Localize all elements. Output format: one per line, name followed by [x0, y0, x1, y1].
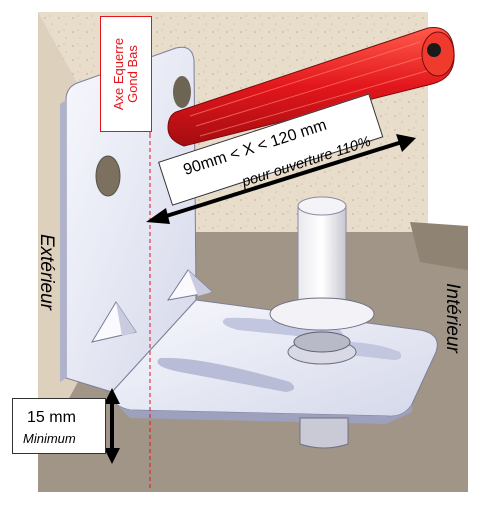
lower-hole — [95, 155, 121, 197]
min-arrowhead-bottom — [104, 448, 120, 464]
red-axis-bolt — [167, 27, 455, 147]
upper-hole — [173, 76, 191, 108]
minimum-word: Minimum — [23, 431, 76, 446]
axe-label-line1: Axe Equerre — [111, 37, 126, 111]
minimum-label-box: 15 mm Minimum — [12, 398, 106, 454]
washer-large — [269, 297, 375, 331]
slot-1 — [157, 357, 295, 392]
dimension-arrowhead-right — [396, 134, 416, 152]
ground-top — [410, 222, 468, 270]
rib-right-shade — [188, 270, 212, 296]
dimension-arrowhead-left — [146, 208, 170, 224]
minimum-value: 15 mm — [27, 409, 76, 426]
bracket-vertical-plate — [65, 46, 197, 393]
axe-label-line2: Gond Bas — [125, 45, 140, 103]
bottom-bolt — [299, 417, 349, 449]
axe-label-box — [100, 16, 152, 132]
rib-left-shade — [116, 302, 136, 336]
min-arrowhead-top — [104, 388, 120, 404]
dimension-arrow-line — [159, 140, 403, 220]
exterior-label: Extérieur — [36, 233, 57, 311]
bracket-plate-edge — [60, 100, 66, 382]
pivot-pin-top — [297, 196, 347, 216]
plate-front-edge — [111, 392, 413, 424]
axe-label: Axe Equerre Gond Bas — [111, 37, 140, 111]
nut — [293, 331, 351, 353]
interior-label: Intérieur — [442, 283, 463, 353]
